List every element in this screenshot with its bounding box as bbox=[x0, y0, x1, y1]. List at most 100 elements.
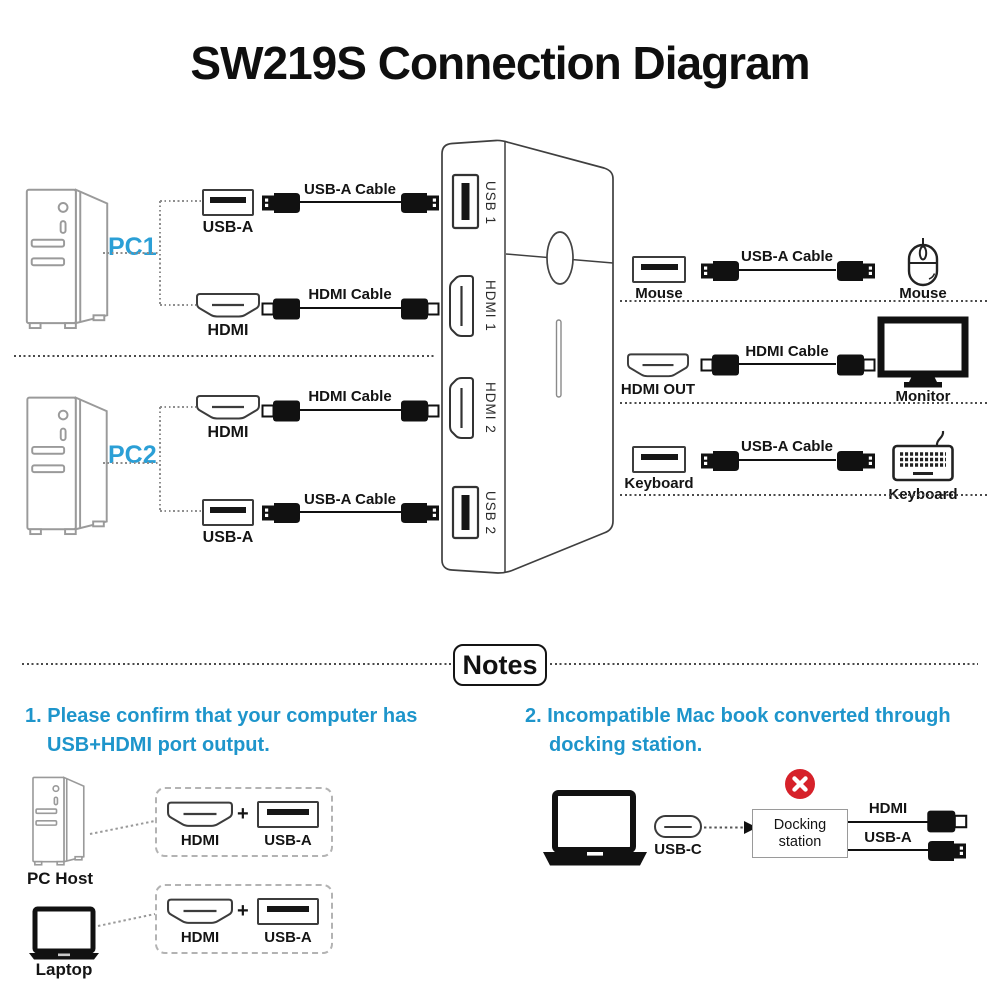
pc1-usb-stub bbox=[160, 200, 201, 202]
usb-plug-icon bbox=[701, 451, 739, 471]
hdmi-plug-icon bbox=[401, 298, 440, 320]
mouse-device-label: Mouse bbox=[899, 285, 947, 302]
kvm-port-usb2-label: USB 2 bbox=[483, 490, 498, 536]
pc1-tower-icon bbox=[25, 188, 109, 330]
pc1-label: PC1 bbox=[108, 233, 157, 261]
macbook-icon bbox=[543, 790, 647, 866]
dock-usb-line bbox=[848, 849, 928, 852]
pc2-hdmi-stub bbox=[160, 406, 196, 408]
monitor-cable-label: HDMI Cable bbox=[745, 343, 829, 360]
hdmi-out-port-icon bbox=[627, 353, 689, 378]
box1-usb-label: USB-A bbox=[264, 832, 312, 849]
usb-plug-icon bbox=[262, 503, 300, 523]
pc-host-tower-icon bbox=[32, 776, 85, 866]
mouse-cable-line bbox=[738, 269, 836, 272]
pc1-hdmi-port-icon bbox=[196, 293, 260, 318]
monitor-icon bbox=[877, 316, 969, 388]
pc2-usb-cable-line bbox=[299, 511, 402, 514]
dock-hdmi-label: HDMI bbox=[868, 800, 908, 817]
laptop-label: Laptop bbox=[35, 960, 93, 979]
laptop-icon bbox=[29, 906, 99, 960]
usb-plug-icon bbox=[701, 261, 739, 281]
mouse-icon bbox=[907, 238, 939, 287]
dock-hdmi-line bbox=[848, 821, 928, 824]
dotted-link-laptop bbox=[97, 913, 156, 927]
hdmi-plug-icon bbox=[700, 354, 739, 376]
mouse-cable-label: USB-A Cable bbox=[741, 248, 833, 265]
right-divider-3 bbox=[620, 494, 988, 496]
mouse-usb-port-icon bbox=[632, 256, 686, 283]
pc1-hdmi-stub bbox=[160, 304, 196, 306]
hdmi-port-icon bbox=[167, 801, 233, 827]
keyboard-usb-port-icon bbox=[632, 446, 686, 473]
hdmi-plug-icon bbox=[837, 354, 876, 376]
box1-hdmi-label: HDMI bbox=[180, 832, 220, 849]
monitor-device-label: Monitor bbox=[895, 388, 951, 405]
kvm-port-hdmi1-label: HDMI 1 bbox=[483, 280, 498, 332]
pc2-usb-cable-label: USB-A Cable bbox=[304, 491, 396, 508]
usb-port-icon bbox=[257, 898, 319, 925]
usb-plug-icon bbox=[837, 451, 875, 471]
usb-plug-icon bbox=[401, 193, 439, 213]
pc2-usb-stub bbox=[160, 510, 201, 512]
box2-usb-label: USB-A bbox=[264, 929, 312, 946]
mouse-port-label: Mouse bbox=[635, 285, 683, 302]
hdmi-port-icon bbox=[167, 898, 233, 924]
pc2-label: PC2 bbox=[108, 441, 157, 469]
right-divider-1 bbox=[620, 300, 988, 302]
keyboard-icon bbox=[892, 430, 954, 482]
usb-plug-icon bbox=[262, 193, 300, 213]
kvm-port-hdmi2-label: HDMI 2 bbox=[483, 382, 498, 434]
kvm-port-usb1-label: USB 1 bbox=[483, 180, 498, 226]
pc1-dotted-connector bbox=[103, 252, 160, 254]
page-title: SW219S Connection Diagram bbox=[190, 37, 810, 89]
hdmi-plug-icon bbox=[261, 400, 300, 422]
pc2-hdmi-cable-label: HDMI Cable bbox=[308, 388, 392, 405]
plus-sign: + bbox=[237, 803, 249, 825]
kvm-switch-icon bbox=[441, 139, 614, 574]
pc1-usb-port-icon bbox=[202, 189, 254, 216]
pc1-hdmi-cable-label: HDMI Cable bbox=[308, 286, 392, 303]
docking-station-line1: Docking bbox=[773, 816, 827, 833]
usb-plug-icon bbox=[928, 841, 966, 861]
usb-plug-icon bbox=[837, 261, 875, 281]
note2-line2: docking station. bbox=[549, 734, 703, 756]
docking-station-line2: station bbox=[778, 833, 822, 850]
hdmi-out-label: HDMI OUT bbox=[620, 381, 696, 398]
pc2-dotted-connector bbox=[103, 462, 160, 464]
pc2-hdmi-cable-line bbox=[299, 409, 402, 412]
dotted-arrow bbox=[704, 821, 757, 834]
usb-plug-icon bbox=[401, 503, 439, 523]
pc-host-label: PC Host bbox=[26, 869, 94, 888]
pc1-usb-port-label: USB-A bbox=[202, 219, 254, 236]
keyboard-cable-line bbox=[738, 459, 836, 462]
keyboard-cable-label: USB-A Cable bbox=[741, 438, 833, 455]
dotted-link-pc-host bbox=[89, 820, 156, 835]
pc2-hdmi-port-icon bbox=[196, 395, 260, 420]
usb-port-icon bbox=[257, 801, 319, 828]
plus-sign: + bbox=[237, 900, 249, 922]
box2-hdmi-label: HDMI bbox=[180, 929, 220, 946]
pc2-tower-icon bbox=[26, 396, 108, 536]
note2-line1: 2. Incompatible Mac book converted throu… bbox=[525, 705, 951, 727]
note1-line1: 1. Please confirm that your computer has bbox=[25, 705, 418, 727]
pc1-hdmi-port-label: HDMI bbox=[207, 322, 249, 339]
hdmi-plug-icon bbox=[261, 298, 300, 320]
usb-c-label: USB-C bbox=[654, 841, 702, 858]
pc1-hdmi-cable-line bbox=[299, 307, 402, 310]
dock-usb-label: USB-A bbox=[864, 829, 912, 846]
pc2-usb-port-icon bbox=[202, 499, 254, 526]
hdmi-plug-icon bbox=[927, 810, 968, 833]
right-divider-2 bbox=[620, 402, 988, 404]
pc2-dotted-branch bbox=[159, 407, 161, 512]
keyboard-port-label: Keyboard bbox=[624, 475, 694, 492]
hdmi-plug-icon bbox=[401, 400, 440, 422]
pc2-hdmi-port-label: HDMI bbox=[207, 424, 249, 441]
usb-c-plug-icon bbox=[654, 815, 702, 838]
note1-line2: USB+HDMI port output. bbox=[47, 734, 270, 756]
notes-header: Notes bbox=[453, 644, 547, 686]
pc2-usb-port-label: USB-A bbox=[202, 529, 254, 546]
left-section-divider bbox=[14, 355, 434, 357]
docking-station-box: Docking station bbox=[752, 809, 848, 858]
pc1-usb-cable-line bbox=[299, 201, 402, 204]
